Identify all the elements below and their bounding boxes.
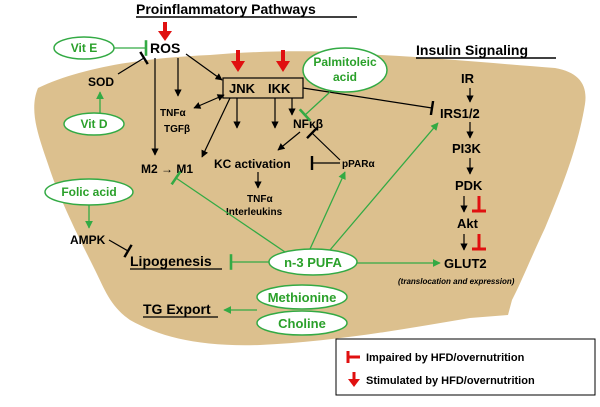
lipogenesis-node: Lipogenesis [130, 253, 212, 269]
legend-stimulated-marker [348, 372, 360, 387]
pi3k-node: PI3K [452, 141, 482, 156]
nfkb-node: NFκβ [293, 117, 323, 131]
n3-pufa-label: n-3 PUFA [284, 255, 342, 270]
stimulated-arrow-ikk [276, 50, 290, 72]
ir-node: IR [461, 71, 475, 86]
tnfa-jnk-bidirectional [193, 94, 225, 109]
legend-stimulated-text: Stimulated by HFD/overnutrition [366, 375, 535, 387]
glut2-note: (translocation and expression) [398, 277, 515, 286]
folic-acid-label: Folic acid [61, 185, 116, 199]
tg-export-node: TG Export [143, 301, 211, 317]
vit-d-label: Vit D [80, 117, 107, 131]
jnk-node: JNK [229, 81, 256, 96]
akt-node: Akt [457, 216, 479, 231]
kc-activation-node: KC activation [214, 157, 291, 171]
ppara-inhibits-nfkb [306, 126, 341, 161]
palmitoleic-ellipse [302, 47, 388, 93]
vit-d-ellipse [63, 112, 125, 136]
m2-m1-node: M2 → M1 [141, 162, 193, 176]
glut2-node: GLUT2 [444, 256, 487, 271]
sod-inhibits-ros [117, 51, 149, 75]
sod-node: SOD [88, 75, 114, 89]
tgfb-node: TGFβ [164, 124, 190, 135]
tnfa-output: TNFα [247, 194, 273, 205]
ampk-node: AMPK [70, 233, 106, 247]
pufa-to-irs [329, 122, 439, 251]
impaired-marker-akt-glut2 [472, 234, 486, 251]
jnk-to-m1 [201, 97, 231, 158]
palmitoleic-label-2: acid [333, 70, 357, 84]
legend-impaired-text: Impaired by HFD/overnutrition [366, 352, 525, 364]
liver-shape [34, 51, 586, 346]
ros-node: ROS [150, 40, 180, 56]
impaired-marker-pdk-akt [472, 196, 486, 213]
vit-e-label: Vit E [71, 41, 97, 55]
ampk-inhibits-lipogenesis [108, 239, 133, 258]
ikk-node: IKK [268, 81, 291, 96]
tnfa-node: TNFα [160, 108, 186, 119]
legend-impaired-marker [346, 351, 360, 363]
insulin-header: Insulin Signaling [416, 42, 528, 58]
methionine-ellipse [256, 284, 348, 310]
methionine-label: Methionine [268, 290, 337, 305]
irs-node: IRS1/2 [440, 106, 480, 121]
choline-ellipse [256, 310, 348, 336]
legend-box [335, 338, 596, 396]
stimulated-arrow-jnk [231, 50, 245, 72]
pdk-node: PDK [455, 178, 483, 193]
stimulated-arrow-ros [158, 22, 172, 41]
choline-label: Choline [278, 316, 326, 331]
jnk-ikk-inhibit-irs [302, 87, 435, 116]
nfkb-to-kc [277, 131, 301, 151]
interleukins-output: Interleukins [226, 207, 283, 218]
palmitoleic-inhibits-nfkb [298, 91, 331, 122]
palmitoleic-label-1: Palmitoleic [313, 55, 377, 69]
pufa-inhibits-m1 [170, 170, 286, 253]
proinflammatory-header: Proinflammatory Pathways [136, 1, 316, 17]
pufa-to-ppara [309, 171, 346, 250]
ros-to-jnk [185, 53, 223, 81]
ppara-node: pPARα [342, 159, 375, 170]
